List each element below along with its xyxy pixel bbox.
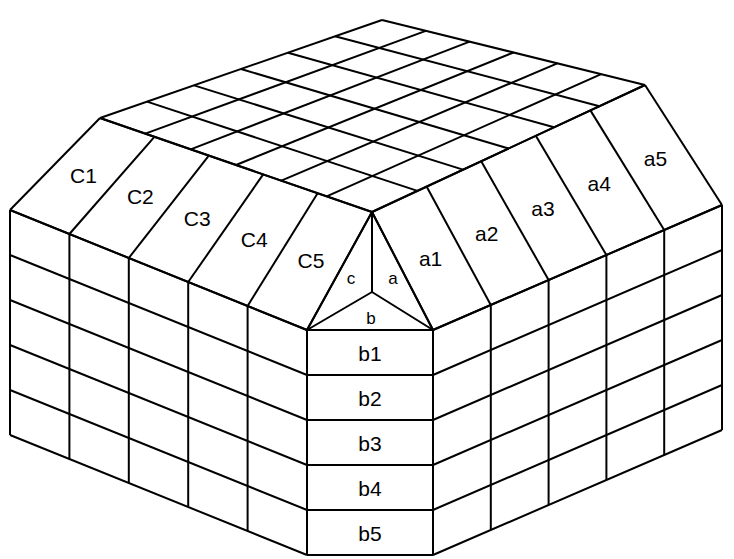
right-face-grid: [433, 250, 722, 375]
right-face-grid: [433, 205, 722, 330]
right-chamfer-strip: [372, 85, 645, 212]
front-column-grid: [432, 330, 434, 555]
front-column-grid: [307, 509, 433, 511]
left-face-grid: [128, 258, 130, 483]
left-face-grid: [187, 282, 189, 507]
right-face-grid: [663, 230, 665, 455]
right-face-grid: [432, 330, 434, 555]
right-chamfer-strip: [590, 110, 664, 230]
cell-label: b1: [358, 342, 381, 363]
cell-label: a2: [475, 223, 498, 244]
cell-label: b5: [358, 522, 381, 543]
left-face-grid: [9, 210, 11, 435]
left-face-grid: [247, 306, 249, 531]
left-chamfer-strip: [10, 118, 100, 210]
top-face-grid: [236, 53, 514, 166]
right-face-grid: [433, 340, 722, 465]
corner-triangle: [307, 212, 433, 330]
cell-label: a5: [644, 147, 667, 168]
top-face-grid: [281, 63, 557, 180]
left-chamfer-strip: [100, 118, 372, 212]
cell-label: a: [388, 270, 397, 287]
right-chamfer-strip: [481, 161, 548, 280]
left-face-grid: [10, 300, 307, 420]
cell-label: a1: [419, 248, 442, 269]
corner-split-line: [307, 292, 372, 330]
cell-label: C4: [241, 228, 268, 249]
front-column-grid: [307, 419, 433, 421]
cell-label: c: [347, 270, 356, 287]
left-face-grid: [10, 345, 307, 465]
block-lines: [10, 20, 722, 555]
left-face-grid: [10, 255, 307, 375]
top-face-grid: [372, 85, 645, 212]
cell-label: C3: [184, 207, 211, 228]
right-face-grid: [548, 280, 550, 505]
cell-label: b3: [358, 432, 381, 453]
front-column-grid: [306, 330, 308, 555]
right-face-grid: [490, 305, 492, 530]
cell-label: C5: [298, 250, 325, 271]
right-face-grid: [433, 295, 722, 420]
left-face-grid: [306, 330, 308, 555]
left-chamfer-strip: [10, 210, 307, 330]
right-face-grid: [605, 255, 607, 480]
cell-label: b: [366, 310, 375, 327]
left-face-grid: [10, 390, 307, 510]
right-chamfer-strip: [433, 205, 722, 330]
right-face-grid: [721, 205, 723, 430]
top-face-grid: [100, 20, 382, 118]
left-face-grid: [68, 234, 70, 459]
cell-label: a4: [588, 172, 611, 193]
right-chamfer-strip: [645, 85, 722, 205]
right-chamfer-strip: [427, 187, 491, 305]
top-face-grid: [145, 31, 426, 134]
left-face-grid: [10, 210, 307, 330]
corner-split-line: [372, 292, 433, 330]
front-column-grid: [307, 374, 433, 376]
corner-split-line: [371, 212, 373, 292]
right-chamfer-strip: [536, 136, 607, 255]
cell-label: b2: [358, 387, 381, 408]
cell-label: C1: [70, 164, 97, 185]
right-face-grid: [433, 430, 722, 555]
top-face-grid: [191, 42, 470, 150]
cell-label: C2: [127, 186, 154, 207]
front-column-grid: [307, 464, 433, 466]
right-face-grid: [433, 385, 722, 510]
front-column-grid: [307, 554, 433, 556]
cell-label: a3: [531, 198, 554, 219]
left-face-grid: [10, 435, 307, 555]
cell-label: b4: [358, 477, 381, 498]
left-chamfer-strip: [69, 137, 154, 234]
